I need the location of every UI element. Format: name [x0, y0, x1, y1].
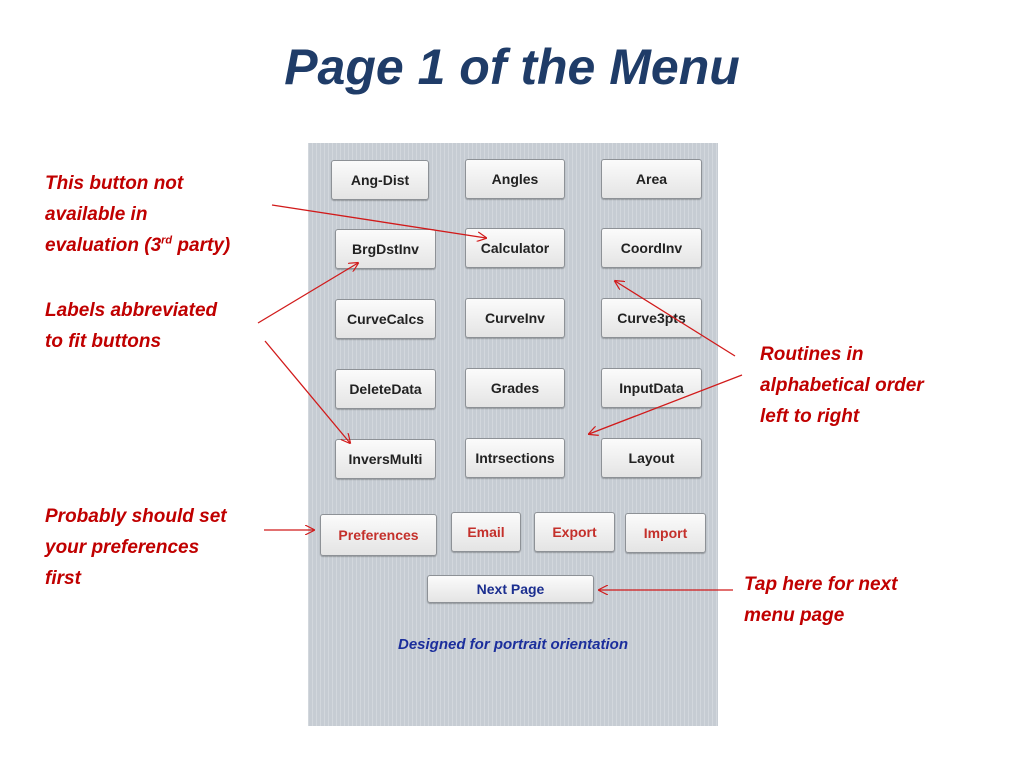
angles-button[interactable]: Angles [465, 159, 565, 199]
curvecalcs-button[interactable]: CurveCalcs [335, 299, 436, 339]
arrow-to-intrsections [589, 374, 743, 434]
inputdata-button[interactable]: InputData [601, 368, 702, 408]
annotation-abbreviated: Labels abbreviated to fit buttons [45, 295, 217, 357]
annotation-alphabetical: Routines in alphabetical order left to r… [760, 339, 924, 432]
annotation-line: evaluation (3rd party) [45, 234, 231, 256]
ang-dist-button[interactable]: Ang-Dist [331, 160, 429, 200]
annotation-line: first [45, 568, 81, 589]
annotation-next-page: Tap here for next menu page [744, 569, 897, 631]
arrow-to-coordinv [615, 281, 736, 357]
curveinv-button[interactable]: CurveInv [465, 298, 565, 338]
intrsections-button[interactable]: Intrsections [465, 438, 565, 478]
area-button[interactable]: Area [601, 159, 702, 199]
annotation-not-available: This button not available in evaluation … [45, 168, 230, 261]
arrow-to-calculator [271, 204, 486, 238]
coordinv-button[interactable]: CoordInv [601, 228, 702, 268]
next-page-button[interactable]: Next Page [427, 575, 594, 603]
deletedata-button[interactable]: DeleteData [335, 369, 436, 409]
annotation-line: Labels abbreviated [45, 300, 218, 321]
layout-button[interactable]: Layout [601, 438, 702, 478]
annotation-line: This button not [45, 173, 184, 194]
annotation-line: Routines in [760, 344, 864, 365]
export-button[interactable]: Export [534, 512, 615, 552]
annotation-line: Tap here for next [744, 574, 898, 595]
annotation-line: Probably should set [45, 506, 227, 527]
annotation-preferences: Probably should set your preferences fir… [45, 501, 227, 594]
portrait-orientation-note: Designed for portrait orientation [397, 636, 628, 653]
annotation-line: your preferences [45, 537, 200, 558]
annotation-line: available in [45, 204, 148, 225]
preferences-button[interactable]: Preferences [320, 514, 437, 556]
brgdstinv-button[interactable]: BrgDstInv [335, 229, 436, 269]
curve3pts-button[interactable]: Curve3pts [601, 298, 702, 338]
inversmulti-button[interactable]: InversMulti [335, 439, 436, 479]
annotation-line: alphabetical order [760, 375, 924, 396]
annotation-line: left to right [760, 406, 860, 427]
arrow-to-brgdstinv [257, 263, 358, 324]
annotation-line: menu page [744, 605, 845, 626]
slide-title: Page 1 of the Menu [284, 39, 740, 95]
annotation-line: to fit buttons [45, 331, 162, 352]
email-button[interactable]: Email [451, 512, 521, 552]
grades-button[interactable]: Grades [465, 368, 565, 408]
import-button[interactable]: Import [625, 513, 706, 553]
arrow-to-inversmulti [264, 340, 350, 443]
